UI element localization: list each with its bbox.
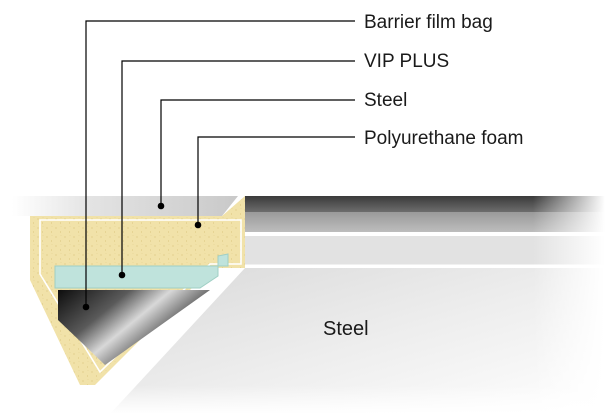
callout-polyurethane-foam — [194, 136, 355, 229]
steel-top-sheet — [12, 196, 238, 216]
callout-steel-top — [157, 99, 355, 210]
label-steel-body: Steel — [323, 318, 369, 340]
callout-barrier-film-bag — [82, 20, 355, 311]
label-polyurethane-foam: Polyurethane foam — [364, 128, 524, 149]
label-vip-plus: VIP PLUS — [364, 51, 449, 72]
bottom-fade — [0, 300, 605, 414]
barrier-film-bag-outline — [39, 219, 242, 374]
label-barrier-film-bag: Barrier film bag — [364, 12, 493, 33]
vip-plus-panel — [54, 253, 229, 289]
label-steel-top: Steel — [364, 90, 407, 111]
callout-vip-plus — [118, 60, 355, 279]
